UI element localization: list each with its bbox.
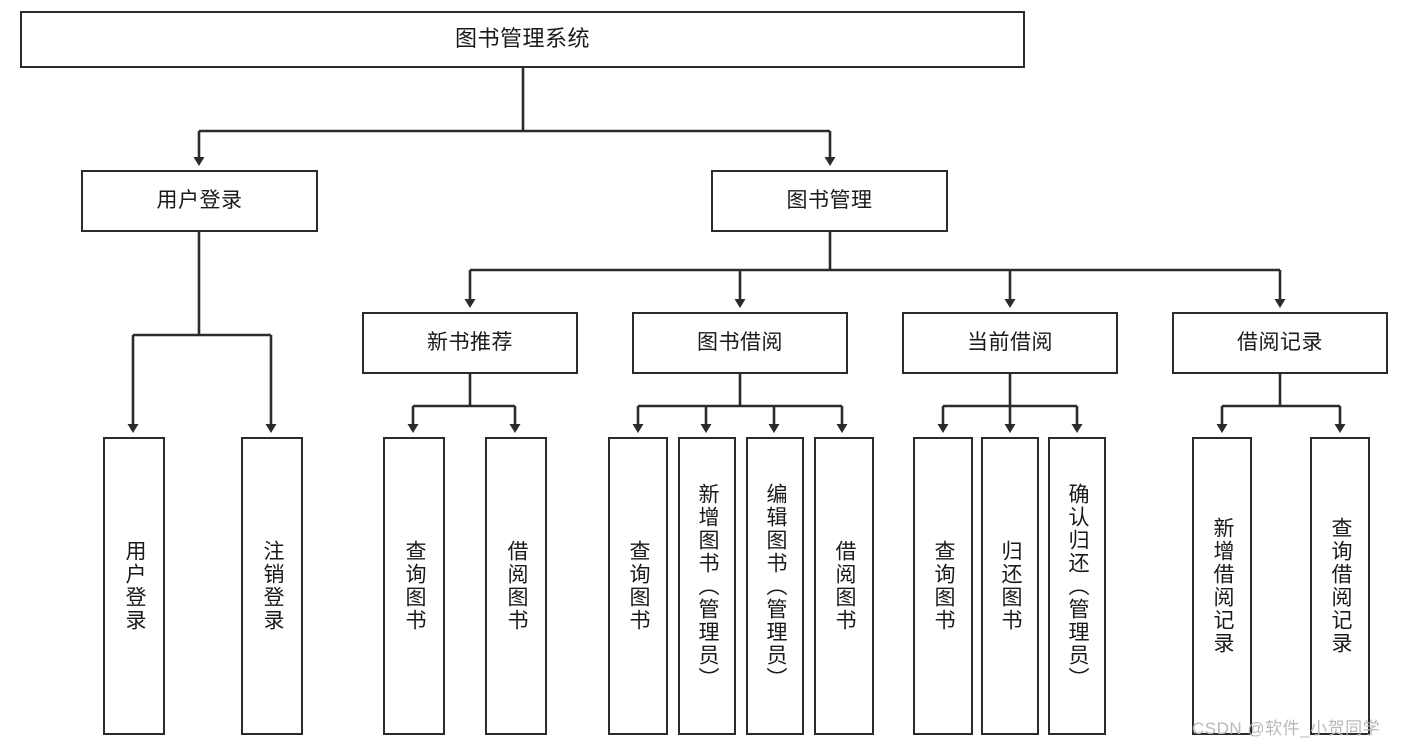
node-label: 新增图书（管理员） xyxy=(696,482,720,690)
leaf-logout-login[interactable]: 注销登录 xyxy=(241,437,303,735)
leaf-add-book[interactable]: 新增图书（管理员） xyxy=(678,437,736,735)
node-label: 编辑图书（管理员） xyxy=(764,482,788,690)
node-label: 新书推荐 xyxy=(427,331,513,355)
node-label: 查询图书 xyxy=(627,540,651,632)
node-current-borrow[interactable]: 当前借阅 xyxy=(902,312,1118,374)
node-label: 借阅图书 xyxy=(505,540,529,632)
node-label: 图书管理 xyxy=(786,189,873,213)
node-label: 图书管理系统 xyxy=(454,26,590,52)
leaf-return-book[interactable]: 归还图书 xyxy=(981,437,1039,735)
node-book-borrow[interactable]: 图书借阅 xyxy=(632,312,848,374)
leaf-query-book-recommend[interactable]: 查询图书 xyxy=(383,437,445,735)
node-label: 借阅图书 xyxy=(833,540,857,632)
node-label: 查询图书 xyxy=(403,540,427,632)
node-label: 图书借阅 xyxy=(697,331,783,355)
node-label: 注销登录 xyxy=(261,540,285,632)
node-book-manage[interactable]: 图书管理 xyxy=(711,170,948,232)
leaf-query-borrow-record[interactable]: 查询借阅记录 xyxy=(1310,437,1370,735)
node-label: 新增借阅记录 xyxy=(1211,517,1235,655)
node-label: 确认归还（管理员） xyxy=(1066,482,1090,690)
node-borrow-record[interactable]: 借阅记录 xyxy=(1172,312,1388,374)
node-label: 查询借阅记录 xyxy=(1329,517,1353,655)
node-label: 当前借阅 xyxy=(967,331,1053,355)
leaf-add-borrow-record[interactable]: 新增借阅记录 xyxy=(1192,437,1252,735)
leaf-query-book-borrow[interactable]: 查询图书 xyxy=(608,437,668,735)
leaf-edit-book[interactable]: 编辑图书（管理员） xyxy=(746,437,804,735)
leaf-query-book-current[interactable]: 查询图书 xyxy=(913,437,973,735)
node-label: 用户登录 xyxy=(156,189,243,213)
node-new-book-recommend[interactable]: 新书推荐 xyxy=(362,312,578,374)
leaf-borrow-book-recommend[interactable]: 借阅图书 xyxy=(485,437,547,735)
node-root-system[interactable]: 图书管理系统 xyxy=(20,11,1025,68)
node-label: 归还图书 xyxy=(999,540,1023,632)
node-label: 借阅记录 xyxy=(1237,331,1323,355)
leaf-borrow-book[interactable]: 借阅图书 xyxy=(814,437,874,735)
node-label: 用户登录 xyxy=(123,540,147,632)
leaf-confirm-return[interactable]: 确认归还（管理员） xyxy=(1048,437,1106,735)
watermark: CSDN @软件_小贺同学 xyxy=(1192,719,1381,738)
leaf-user-login[interactable]: 用户登录 xyxy=(103,437,165,735)
node-user-login[interactable]: 用户登录 xyxy=(81,170,318,232)
node-label: 查询图书 xyxy=(932,540,956,632)
